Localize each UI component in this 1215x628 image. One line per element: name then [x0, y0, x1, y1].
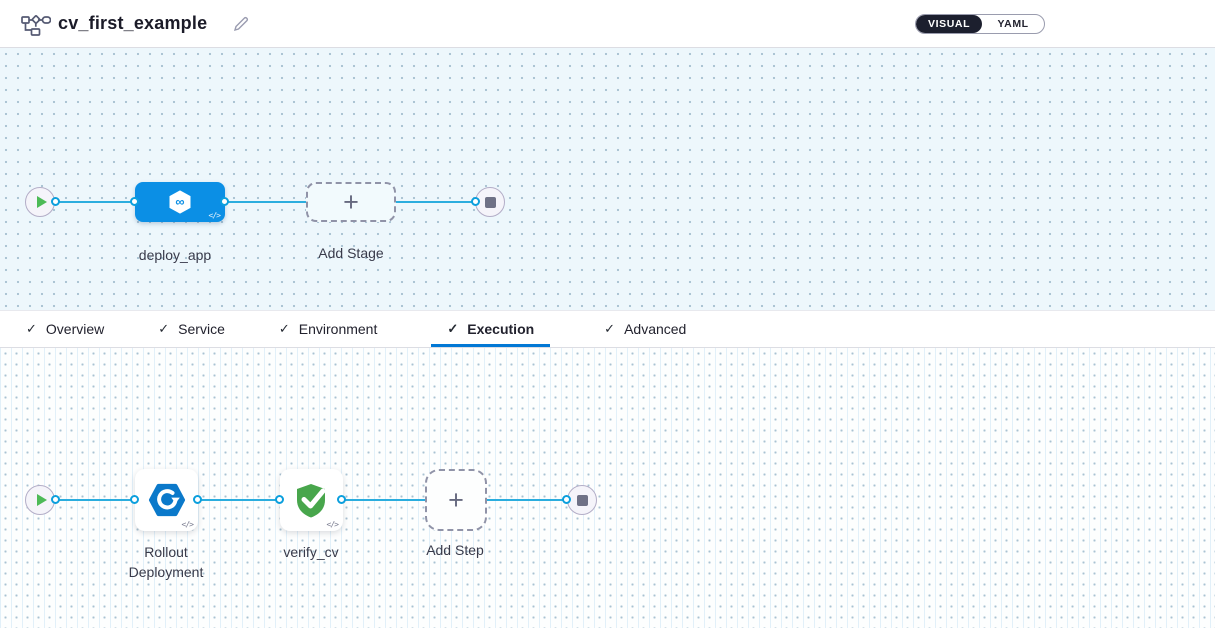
execution-canvas[interactable]: </> </> + Rollout Deployment verify_cv A…: [0, 348, 1215, 628]
shield-check-icon: [296, 484, 325, 518]
connector-dot[interactable]: [275, 495, 284, 504]
stage-flow-line: [40, 201, 490, 203]
edit-pencil-icon[interactable]: [233, 15, 250, 37]
stop-icon: [484, 196, 496, 208]
play-icon: [36, 494, 47, 506]
tab-label: Service: [178, 321, 225, 337]
add-stage-button[interactable]: +: [306, 182, 396, 222]
stage-config-tabs: ✓ Overview ✓ Service ✓ Environment ✓ Exe…: [0, 310, 1215, 348]
step-node-verify-cv[interactable]: </>: [280, 469, 343, 531]
pipeline-end-node[interactable]: [475, 187, 505, 217]
stage-label: deploy_app: [138, 247, 212, 263]
connector-dot[interactable]: [337, 495, 346, 504]
toggle-yaml-button[interactable]: YAML: [997, 18, 1029, 30]
connector-dot[interactable]: [220, 197, 229, 206]
code-icon: </>: [326, 520, 339, 529]
tab-advanced[interactable]: ✓ Advanced: [604, 311, 686, 347]
plus-icon: +: [343, 186, 359, 217]
tab-service[interactable]: ✓ Service: [158, 311, 225, 347]
stage-canvas[interactable]: ∞ </> + deploy_app Add Stage: [0, 48, 1215, 310]
check-icon: ✓: [447, 321, 459, 336]
connector-dot[interactable]: [193, 495, 202, 504]
add-step-button[interactable]: +: [425, 469, 487, 531]
step-label: Rollout Deployment: [128, 544, 204, 580]
connector-dot[interactable]: [562, 495, 571, 504]
connector-dot[interactable]: [471, 197, 480, 206]
check-icon: ✓: [278, 321, 290, 336]
check-icon: ✓: [604, 321, 616, 336]
play-icon: [36, 196, 47, 208]
add-step-label: Add Step: [426, 542, 484, 558]
pipeline-title: cv_first_example: [58, 13, 208, 33]
connector-dot[interactable]: [51, 495, 60, 504]
connector-dot[interactable]: [51, 197, 60, 206]
tab-environment[interactable]: ✓ Environment: [279, 311, 378, 347]
visual-yaml-toggle: VISUAL YAML: [915, 14, 1046, 34]
tab-label: Execution: [467, 321, 535, 337]
add-stage-label: Add Stage: [318, 245, 384, 261]
pipeline-header: cv_first_example VISUAL YAML: [0, 0, 1215, 48]
connector-dot[interactable]: [130, 495, 139, 504]
execution-end-node[interactable]: [567, 485, 597, 515]
svg-text:∞: ∞: [175, 194, 184, 209]
check-icon: ✓: [158, 321, 170, 336]
cd-stage-icon: ∞: [169, 190, 191, 214]
toggle-visual-button[interactable]: VISUAL: [916, 15, 983, 33]
tab-overview[interactable]: ✓ Overview: [26, 311, 104, 347]
connector-dot[interactable]: [130, 197, 139, 206]
tab-label: Environment: [298, 321, 378, 337]
check-icon: ✓: [26, 321, 37, 336]
tab-execution[interactable]: ✓ Execution: [431, 311, 551, 347]
code-icon: </>: [181, 520, 194, 529]
plus-icon: +: [448, 484, 464, 515]
stage-node-deploy-app[interactable]: ∞ </>: [135, 182, 225, 222]
tab-label: Advanced: [624, 321, 687, 337]
tab-label: Overview: [45, 321, 105, 337]
code-icon: </>: [208, 211, 221, 220]
pipeline-start-node[interactable]: [25, 187, 55, 217]
stop-icon: [576, 494, 588, 506]
step-label: verify_cv: [283, 544, 339, 560]
pipeline-icon: [21, 14, 52, 41]
rollout-deployment-icon: [148, 483, 185, 517]
step-node-rollout-deployment[interactable]: </>: [135, 469, 198, 531]
